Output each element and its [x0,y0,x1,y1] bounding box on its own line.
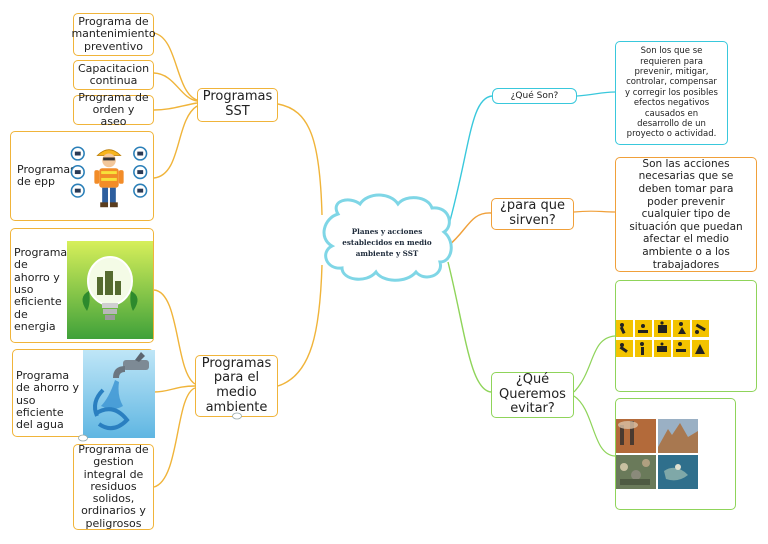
question-why-answer: Son las acciones necesarias que se deben… [615,157,757,272]
question-what-answer-text: Son los que se requieren para prevenir, … [625,46,718,140]
question-why-node[interactable]: ¿para que sirven? [491,198,574,230]
question-avoid-node[interactable]: ¿Qué Queremos evitar? [491,372,574,418]
programas-sst-node[interactable]: Programas SST [197,88,278,122]
link-center-sst [277,103,323,216]
programas-medio-ambiente-node[interactable]: Programas para el medio ambiente [195,355,278,417]
link-mantenimiento [153,32,198,101]
link-center-what [447,95,493,229]
sst-item-capacitacion[interactable]: Capacitacion continua [73,60,154,90]
link-center-avoid [447,261,492,393]
link-epp [153,105,198,179]
link-center-why [447,212,492,247]
expand-marker-icon [232,412,242,420]
question-avoid-label: ¿Qué Queremos evitar? [499,372,566,417]
env-item-residuos-label: Programa de gestion integral de residuos… [78,442,149,530]
environmental-pollution-photos-icon [616,419,698,489]
sst-item-epp[interactable]: Programas de epp [10,131,154,221]
link-capacitacion [153,72,198,102]
sst-item-mantenimiento-label: Programa de mantenimiento preventivo [71,15,156,53]
sst-item-orden[interactable]: Programa de orden y aseo [73,91,154,128]
link-why-answer [573,210,616,213]
link-energia [153,289,196,385]
link-agua [153,385,196,393]
programas-sst-label: Programas SST [202,89,273,119]
env-item-energia[interactable]: Programa de ahorro y uso eficiente de en… [10,228,154,343]
sst-item-mantenimiento[interactable]: Programa de mantenimiento preventivo [71,13,156,56]
question-why-label: ¿para que sirven? [499,198,566,228]
avoid-image-accidents [615,280,757,392]
question-what-answer: Son los que se requieren para prevenir, … [615,41,728,145]
sst-item-orden-label: Programa de orden y aseo [78,90,149,129]
programas-medio-ambiente-label: Programas para el medio ambiente [201,355,272,415]
sst-item-capacitacion-label: Capacitacion continua [77,61,150,87]
water-faucet-icon [83,350,155,438]
accident-warning-signs-icon [616,320,709,357]
central-topic: Planes y acciones establecidos en medio … [342,227,432,259]
question-what-node[interactable]: ¿Qué Son? [492,88,577,104]
attachment-marker-icon [78,434,88,442]
env-item-agua[interactable]: Programa de ahorro y uso eficiente del a… [12,349,155,438]
link-avoid-img1 [573,335,616,393]
worker-ppe-icon [70,146,148,208]
link-orden [153,102,198,111]
eco-lightbulb-icon [67,241,153,339]
link-residuos [153,387,196,488]
env-item-residuos[interactable]: Programa de gestion integral de residuos… [73,442,154,530]
link-what-answer [576,91,616,97]
central-cloud [322,193,453,282]
link-avoid-img2 [573,395,616,457]
sst-item-epp-label: Programas de epp [17,162,76,188]
link-center-environment [277,264,323,387]
env-item-energia-label: Programa de ahorro y uso eficiente de en… [14,246,68,333]
env-item-agua-label: Programa de ahorro y uso eficiente del a… [16,369,80,432]
question-what-label: ¿Qué Son? [510,90,559,101]
question-why-answer-text: Son las acciones necesarias que se deben… [629,157,743,271]
avoid-image-pollution [615,398,736,510]
